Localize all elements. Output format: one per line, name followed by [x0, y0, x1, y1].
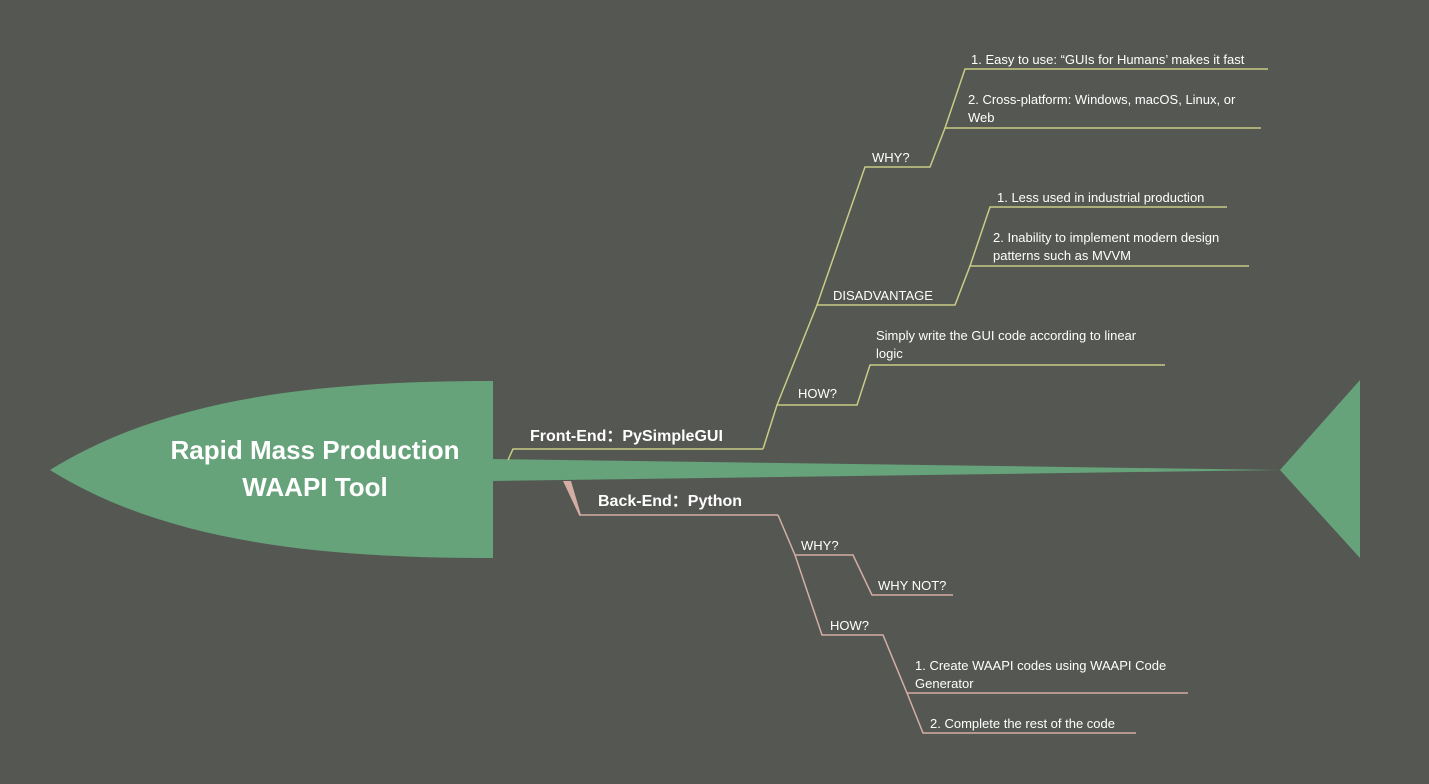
back-end-connectors	[579, 514, 1188, 734]
front-disadvantage-item-2: 2. Inability to implement modern design …	[993, 230, 1220, 263]
back-why-label: WHY?	[801, 538, 839, 553]
fish-spine	[493, 459, 1282, 481]
front-end-connectors	[507, 68, 1268, 461]
back-why-item-1: WHY NOT?	[878, 578, 947, 593]
fish-head	[50, 381, 493, 558]
title-line-2: WAAPI Tool	[242, 472, 388, 502]
front-disadvantage-label: DISADVANTAGE	[833, 288, 933, 303]
front-disadvantage-item-1: 1. Less used in industrial production	[997, 190, 1205, 205]
front-how-label: HOW?	[798, 386, 837, 401]
front-why-label: WHY?	[872, 150, 910, 165]
title-line-1: Rapid Mass Production	[170, 435, 460, 465]
front-end-label: Front-End：PySimpleGUI	[530, 428, 723, 445]
front-why-item-1: 1. Easy to use: “GUIs for Humans’ makes …	[971, 52, 1245, 67]
back-end-label: Back-End：Python	[598, 493, 743, 510]
fish-tail	[1280, 380, 1360, 558]
front-how-item-1: Simply write the GUI code according to l…	[876, 328, 1137, 361]
back-how-label: HOW?	[830, 618, 869, 633]
back-how-item-1: 1. Create WAAPI codes using WAAPI Code G…	[915, 658, 1167, 691]
back-how-item-2: 2. Complete the rest of the code	[930, 716, 1115, 731]
back-end-bone	[563, 481, 581, 515]
diagram-title: Rapid Mass Production WAAPI Tool	[150, 432, 480, 506]
front-why-item-2: 2. Cross-platform: Windows, macOS, Linux…	[968, 92, 1236, 125]
